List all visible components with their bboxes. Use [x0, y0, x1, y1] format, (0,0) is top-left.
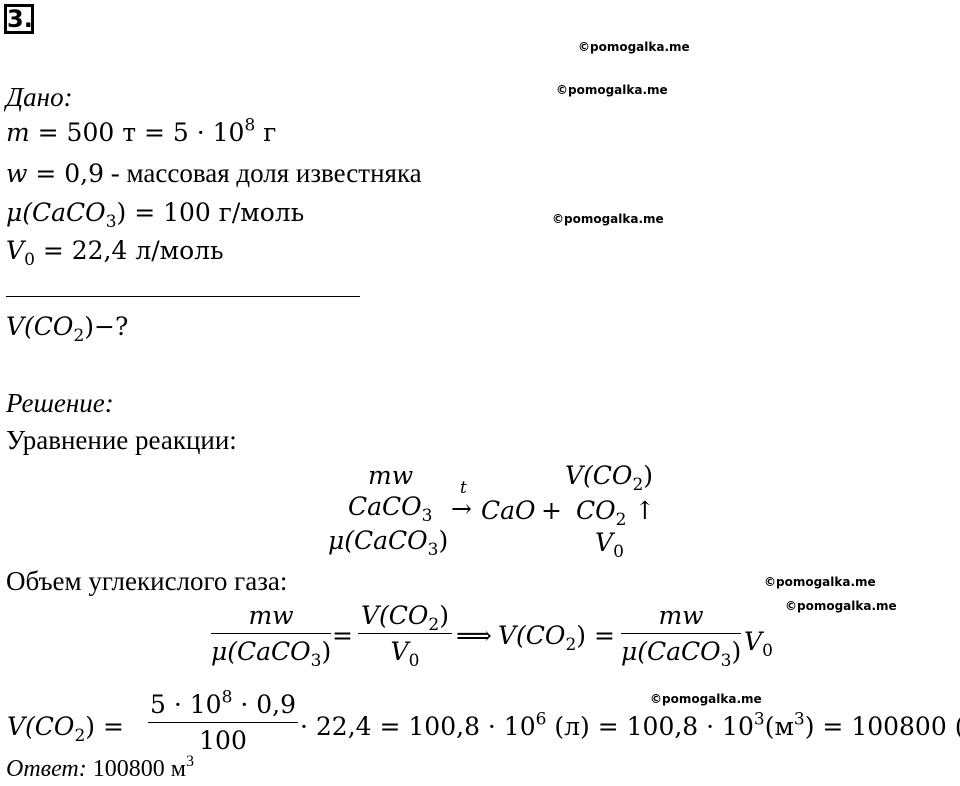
find-line: V(CO2)−? [6, 312, 129, 346]
problem-number: 3. [4, 4, 34, 34]
given-mass-line: m = 500 т = 5 · 108 г [6, 115, 277, 147]
fraction-v-over-v0: V(CO2) V0 [358, 601, 452, 669]
reaction-below-right: V0 [595, 528, 624, 562]
watermark: ©pomogalka.me [552, 212, 664, 226]
given-fraction-line: w = 0,9 - массовая доля известняка [6, 158, 422, 188]
watermark: ©pomogalka.me [764, 575, 876, 589]
reaction-reactant: CaCO3 [348, 492, 433, 526]
reaction-below-left: μ(CaCO3) [328, 526, 449, 560]
given-heading: Дано: [6, 82, 73, 112]
volume-label: Объем углекислого газа: [6, 566, 288, 596]
proportion-implies: ⟹ [456, 621, 492, 650]
given-volume-line: V0 = 22,4 л/моль [6, 236, 224, 270]
proportion-lhs: V(CO2) = [498, 621, 615, 655]
watermark: ©pomogalka.me [578, 40, 690, 54]
watermark: ©pomogalka.me [556, 83, 668, 97]
calculation-fraction: 5 · 108 · 0,9 100 [148, 687, 298, 755]
fraction-mw-over-mu: mw μ(CaCO3) [211, 601, 332, 671]
fraction-mw-over-mu-result: mw μ(CaCO3) [621, 601, 742, 671]
watermark: ©pomogalka.me [650, 692, 762, 706]
reaction-above-right: V(CO2) [565, 461, 654, 495]
reaction-plus: + [541, 496, 562, 525]
reaction-product2: CO2 ↑ [576, 496, 656, 530]
watermark: ©pomogalka.me [785, 599, 897, 613]
calculation-rhs: · 22,4 = 100,8 · 106 (л) = 100,8 · 103(м… [300, 709, 960, 741]
reaction-product1: CaO [481, 496, 536, 525]
reaction-above-left: mw [368, 461, 414, 490]
given-divider [6, 296, 360, 297]
calculation-lhs: V(CO2) = [7, 712, 124, 746]
proportion-equals: = [332, 621, 353, 650]
given-molar-line: μ(CaCO3) = 100 г/моль [6, 198, 305, 232]
reaction-label: Уравнение реакции: [6, 425, 237, 455]
reaction-arrow: → [451, 494, 472, 523]
reaction-arrow-label: t [460, 478, 467, 498]
solution-heading: Решение: [6, 388, 114, 418]
answer-line: Ответ: 100800 м3 [6, 753, 194, 782]
proportion-tail: V0 [744, 627, 773, 661]
